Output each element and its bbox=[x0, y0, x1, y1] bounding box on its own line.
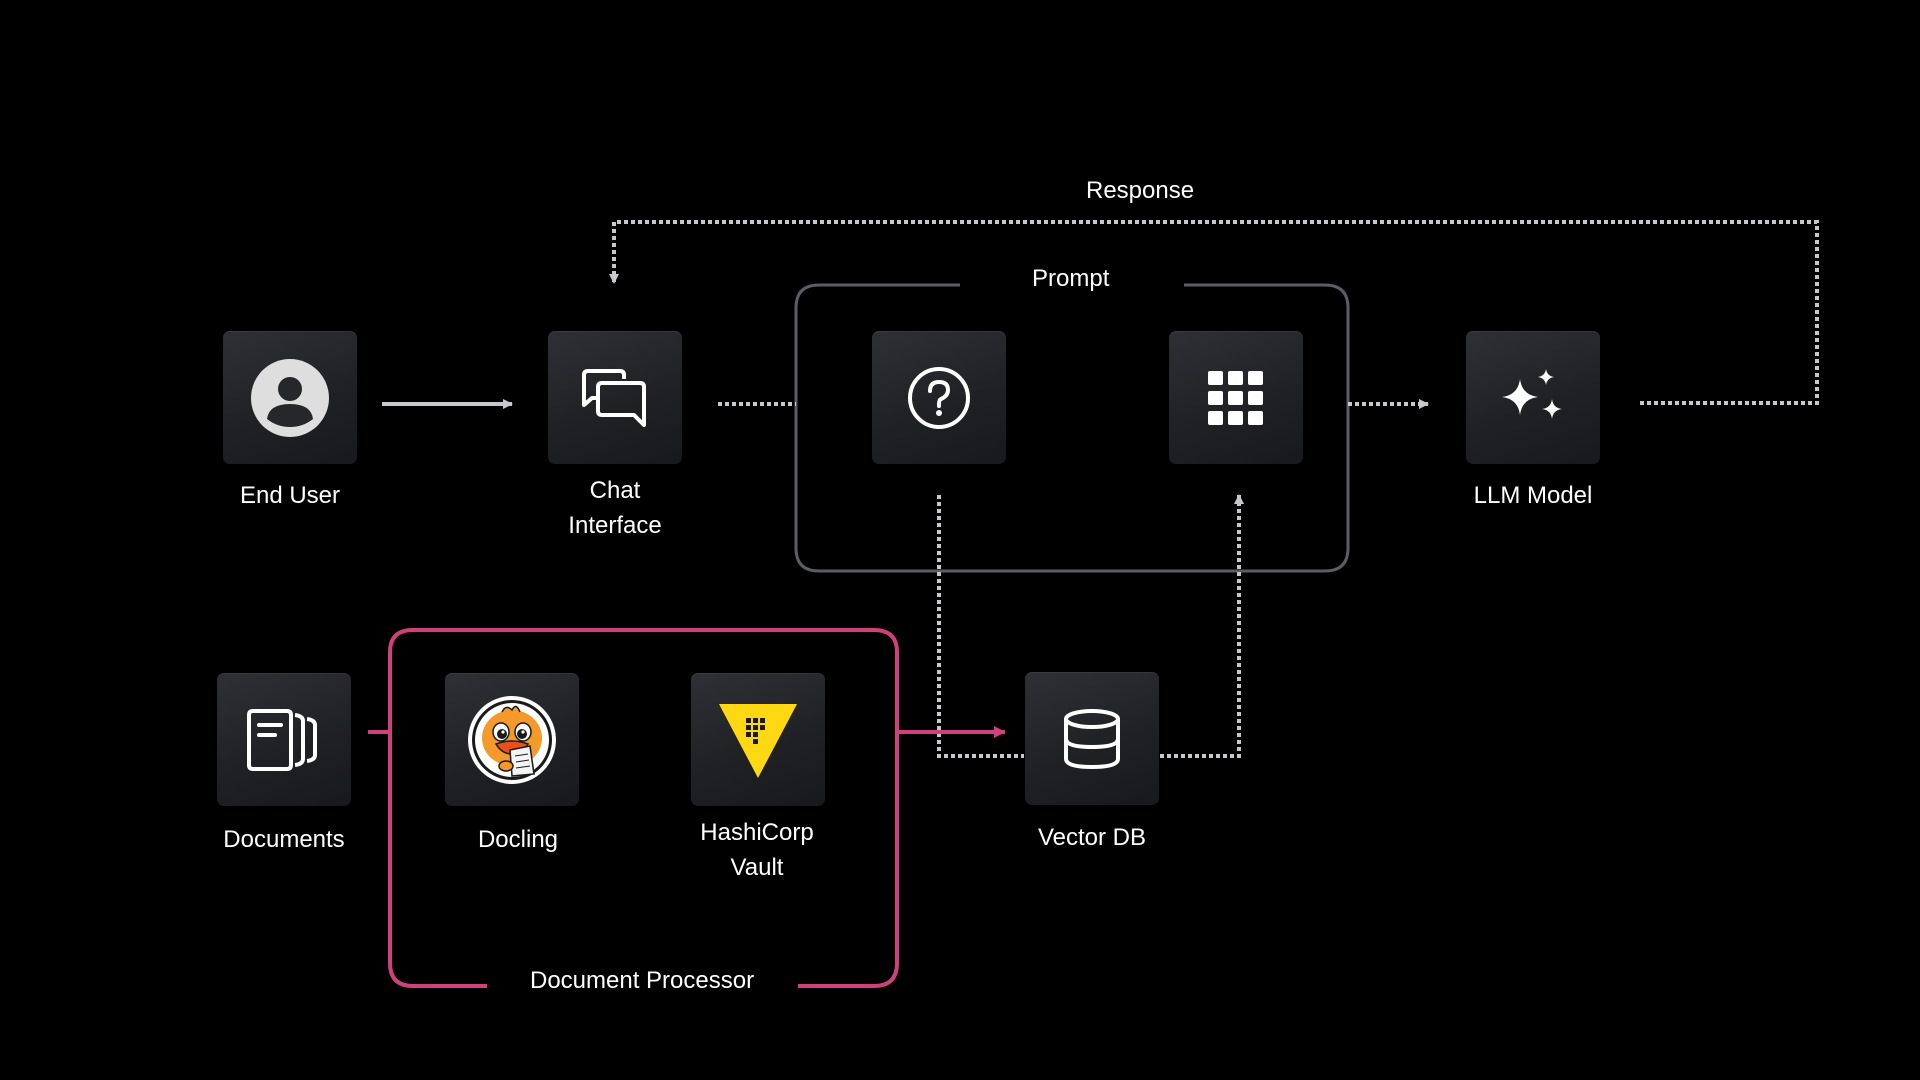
prompt-group-label: Prompt bbox=[1014, 264, 1128, 294]
database-icon bbox=[1064, 708, 1120, 769]
hashicorp-vault-label: HashiCorp Vault bbox=[700, 819, 814, 881]
llm-model-node bbox=[1466, 331, 1600, 464]
edge-question-to-vectordb bbox=[937, 495, 1024, 758]
docling-node bbox=[445, 673, 579, 806]
hashicorp-vault-node bbox=[691, 673, 825, 806]
question-icon bbox=[908, 366, 970, 429]
vector-db-node bbox=[1025, 672, 1159, 805]
documents-node bbox=[217, 673, 351, 806]
grid-icon bbox=[1208, 370, 1263, 425]
user-icon bbox=[251, 358, 329, 437]
document-processor-group-label: Document Processor bbox=[512, 966, 773, 996]
response-edge-label: Response bbox=[1086, 176, 1195, 206]
vector-db-label: Vector DB bbox=[1037, 824, 1147, 851]
edge-vectordb-to-context bbox=[1160, 494, 1244, 758]
docling-label: Docling bbox=[477, 826, 559, 853]
sparkles-icon bbox=[1502, 368, 1562, 419]
end-user-label: End User bbox=[239, 482, 341, 509]
prompt-group-frame bbox=[794, 283, 1350, 573]
chat-interface-node bbox=[548, 331, 682, 464]
end-user-node bbox=[223, 331, 357, 464]
chat-bubbles-icon bbox=[582, 368, 646, 427]
documents-icon bbox=[247, 708, 317, 771]
chat-interface-label: Chat Interface bbox=[568, 477, 662, 539]
document-processor-group-frame bbox=[388, 628, 899, 988]
vault-triangle-logo bbox=[719, 703, 797, 778]
documents-label: Documents bbox=[223, 826, 345, 853]
question-node bbox=[872, 331, 1006, 464]
edge-response-loop bbox=[609, 220, 1819, 405]
context-node bbox=[1169, 331, 1303, 464]
llm-model-label: LLM Model bbox=[1473, 482, 1593, 509]
docling-duck-logo bbox=[468, 695, 556, 784]
